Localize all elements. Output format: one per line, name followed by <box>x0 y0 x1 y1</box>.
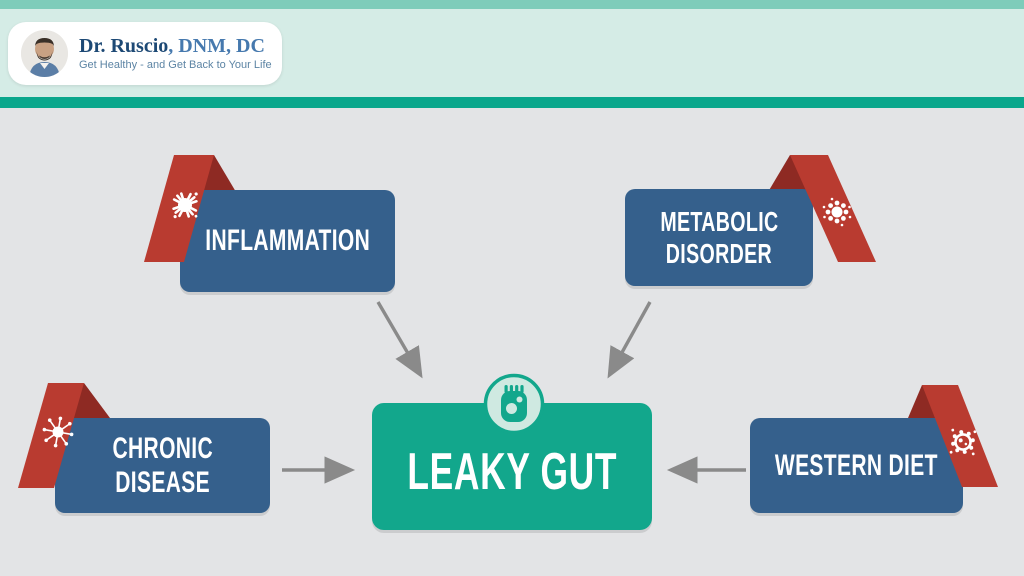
header-top-band <box>0 0 1024 9</box>
ribbon-fold-metabolic <box>768 155 818 192</box>
center-box-leaky-gut: LEAKY GUT <box>372 403 652 530</box>
header-teal-stripe <box>0 97 1024 108</box>
brand-credentials: , DNM, DC <box>168 35 265 57</box>
factor-label-line2: DISORDER <box>665 237 773 269</box>
avatar <box>21 30 68 77</box>
brand-name: Dr. Ruscio, DNM, DC <box>79 35 265 57</box>
factor-box-chronic-disease: CHRONIC DISEASE <box>55 418 270 513</box>
factor-label: INFLAMMATION <box>205 224 370 258</box>
avatar-portrait-icon <box>21 30 68 77</box>
arrow-inflammation-to-center <box>376 301 423 379</box>
ribbon-fold-western <box>908 385 948 418</box>
factor-label: WESTERN DIET <box>775 448 938 482</box>
factor-box-inflammation: INFLAMMATION <box>180 190 395 292</box>
factor-box-western-diet: WESTERN DIET <box>750 418 963 513</box>
factor-label-line1: METABOLIC <box>659 206 779 238</box>
factor-box-metabolic-disorder: METABOLIC DISORDER <box>625 189 813 286</box>
center-label: LEAKY GUT <box>407 442 617 501</box>
brand-tagline: Get Healthy - and Get Back to Your Life <box>79 59 272 71</box>
arrow-metabolic-to-center <box>607 301 652 379</box>
factor-label-line1: CHRONIC <box>112 431 213 465</box>
virus-icon <box>822 197 852 227</box>
brand-text: Dr. Ruscio, DNM, DC Get Healthy - and Ge… <box>79 35 272 72</box>
ribbon-fold-chronic <box>62 383 110 418</box>
brand-logo[interactable]: Dr. Ruscio, DNM, DC Get Healthy - and Ge… <box>8 22 282 85</box>
ribbon-fold-inflammation <box>186 155 236 192</box>
factor-label-line2: DISEASE <box>115 465 210 499</box>
